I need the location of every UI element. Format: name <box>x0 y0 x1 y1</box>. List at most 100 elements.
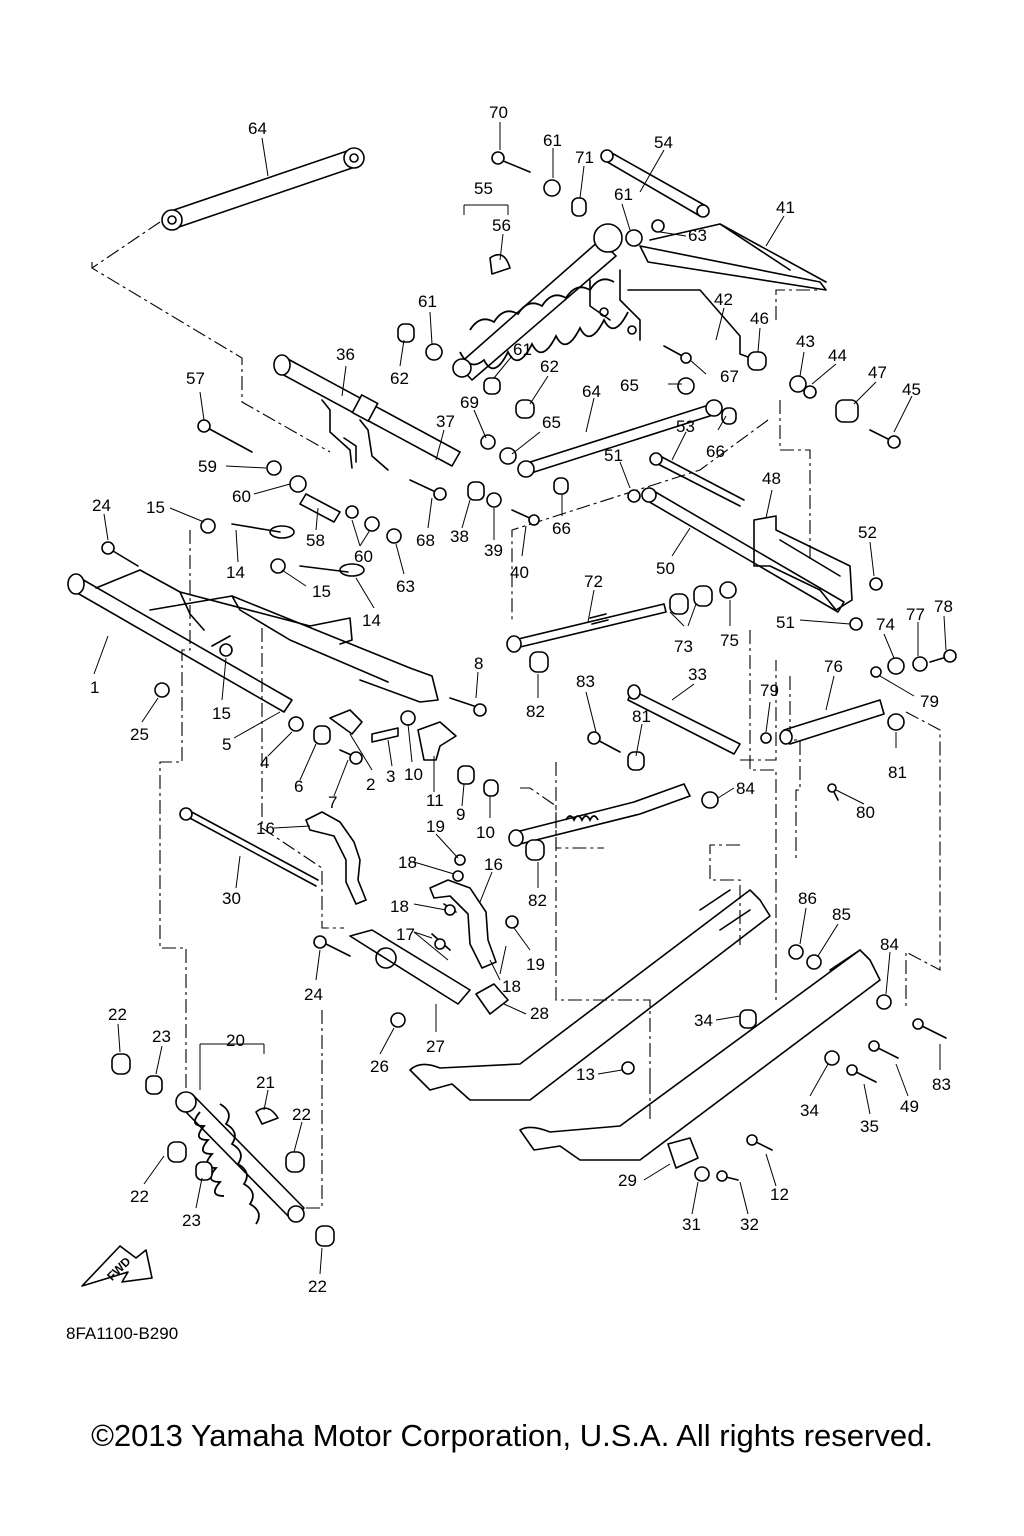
callout-22: 22 <box>308 1277 327 1296</box>
callout-21: 21 <box>256 1073 275 1092</box>
callout-15: 15 <box>212 704 231 723</box>
callout-83: 83 <box>932 1075 951 1094</box>
callout-66: 66 <box>552 519 571 538</box>
callout-60: 60 <box>354 547 373 566</box>
leader-lines <box>93 122 947 1275</box>
callout-18: 18 <box>398 853 417 872</box>
part-36-front-arm <box>273 354 461 471</box>
callout-10: 10 <box>476 823 495 842</box>
callout-59: 59 <box>198 457 217 476</box>
callout-63: 63 <box>688 226 707 245</box>
callout-36: 36 <box>336 345 355 364</box>
part-33-shaft <box>627 684 741 755</box>
callout-15: 15 <box>146 498 165 517</box>
part-54-rod <box>600 149 710 218</box>
callout-37: 37 <box>436 412 455 431</box>
callout-5: 5 <box>222 735 231 754</box>
callout-52: 52 <box>858 523 877 542</box>
callout-27: 27 <box>426 1037 445 1056</box>
callout-46: 46 <box>750 309 769 328</box>
callout-30: 30 <box>222 889 241 908</box>
callout-31: 31 <box>682 1215 701 1234</box>
callout-4: 4 <box>260 753 269 772</box>
callout-58: 58 <box>306 531 325 550</box>
callout-16: 16 <box>484 855 503 874</box>
slide-rail-left <box>409 889 771 1101</box>
callout-76: 76 <box>824 657 843 676</box>
part-1-front-arm <box>67 569 439 713</box>
callout-67: 67 <box>720 367 739 386</box>
callout-29: 29 <box>618 1171 637 1190</box>
callout-41: 41 <box>776 198 795 217</box>
callout-54: 54 <box>654 133 673 152</box>
callout-64: 64 <box>582 382 601 401</box>
callout-15: 15 <box>312 582 331 601</box>
callout-86: 86 <box>798 889 817 908</box>
callout-6: 6 <box>294 777 303 796</box>
callout-11: 11 <box>426 791 444 810</box>
callout-48: 48 <box>762 469 781 488</box>
part-20-rear-shock <box>175 1091 305 1225</box>
callout-85: 85 <box>832 905 851 924</box>
callout-18: 18 <box>390 897 409 916</box>
copyright-notice: ©2013 Yamaha Motor Corporation, U.S.A. A… <box>91 1418 933 1453</box>
callout-61: 61 <box>543 131 562 150</box>
callout-28: 28 <box>530 1004 549 1023</box>
part-64-torque-rod-top <box>161 147 365 231</box>
callout-8: 8 <box>474 654 483 673</box>
callout-49: 49 <box>900 1097 919 1116</box>
callout-84: 84 <box>736 779 755 798</box>
callout-82: 82 <box>528 891 547 910</box>
callout-14: 14 <box>362 611 381 630</box>
callout-66: 66 <box>706 442 725 461</box>
callout-43: 43 <box>796 332 815 351</box>
callout-38: 38 <box>450 527 469 546</box>
callout-53: 53 <box>676 417 695 436</box>
callout-22: 22 <box>130 1187 149 1206</box>
callout-79: 79 <box>760 681 779 700</box>
callout-63: 63 <box>396 577 415 596</box>
callout-62: 62 <box>390 369 409 388</box>
callout-1: 1 <box>90 678 99 697</box>
callout-50: 50 <box>656 559 675 578</box>
callout-33: 33 <box>688 665 707 684</box>
callout-7: 7 <box>328 793 337 812</box>
fwd-arrow-icon: FWD <box>81 1245 153 1287</box>
callout-57: 57 <box>186 369 205 388</box>
callout-74: 74 <box>876 615 895 634</box>
callout-81: 81 <box>632 707 651 726</box>
slide-rail-right <box>519 949 881 1161</box>
callout-68: 68 <box>416 531 435 550</box>
callout-83: 83 <box>576 672 595 691</box>
callout-61: 61 <box>513 340 532 359</box>
callout-19: 19 <box>426 817 445 836</box>
diagram-code: 8FA1100-B290 <box>66 1324 179 1343</box>
callout-75: 75 <box>720 631 739 650</box>
callout-60: 60 <box>232 487 251 506</box>
callout-77: 77 <box>906 605 925 624</box>
callout-34: 34 <box>800 1101 819 1120</box>
callout-34: 34 <box>694 1011 713 1030</box>
callout-70: 70 <box>489 103 508 122</box>
part-55-center-shock <box>452 223 629 381</box>
callout-56: 56 <box>492 216 511 235</box>
callout-23: 23 <box>152 1027 171 1046</box>
callout-82: 82 <box>526 702 545 721</box>
callout-72: 72 <box>584 572 603 591</box>
small-parts <box>101 151 957 1247</box>
callout-73: 73 <box>674 637 693 656</box>
part-16-bracket-right <box>429 879 497 969</box>
phantom-lines <box>90 221 941 1209</box>
callout-20: 20 <box>226 1031 245 1050</box>
callout-47: 47 <box>868 363 887 382</box>
callout-61: 61 <box>614 185 633 204</box>
callout-42: 42 <box>714 290 733 309</box>
callout-69: 69 <box>460 393 479 412</box>
part-64-torque-rod-lower <box>517 399 723 478</box>
callout-23: 23 <box>182 1211 201 1230</box>
callout-26: 26 <box>370 1057 389 1076</box>
callout-9: 9 <box>456 805 465 824</box>
part-30-long-bolt <box>179 807 319 887</box>
callout-16: 16 <box>256 819 275 838</box>
